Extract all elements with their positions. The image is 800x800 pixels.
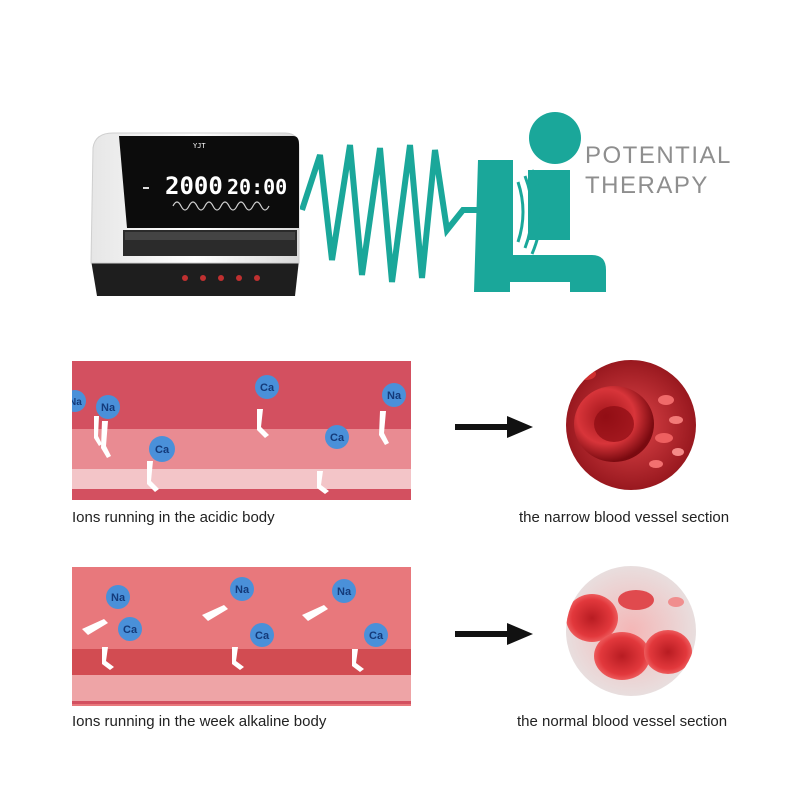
svg-text:Ca: Ca [123, 624, 138, 636]
narrow-vessel-caption: the narrow blood vessel section [519, 509, 730, 526]
therapy-device: YJT 2000 20:00 [90, 132, 300, 296]
calcium-ion-icon: Ca [149, 436, 175, 462]
sodium-ion-icon: Na [72, 390, 86, 412]
svg-text:Na: Na [111, 592, 126, 604]
therapy-title-line2: THERAPY [585, 172, 709, 199]
svg-text:Ca: Ca [369, 630, 384, 642]
acidic-caption: Ions running in the acidic body [72, 509, 275, 526]
calcium-ion-icon: Ca [118, 617, 142, 641]
svg-text:Ca: Ca [260, 382, 275, 394]
normal-vessel-caption: the normal blood vessel section [517, 713, 728, 730]
sodium-ion-icon: Na [96, 395, 120, 419]
sodium-ion-icon: Na [332, 579, 356, 603]
svg-text:Na: Na [337, 586, 352, 598]
narrow-vessel-cells-image [566, 360, 696, 490]
svg-text:Na: Na [72, 397, 82, 408]
acidic-ion-strip: Na Na Ca Ca Ca Na [72, 361, 411, 500]
chair-icon [474, 160, 606, 292]
therapy-title: POTENTIAL THERAPY [585, 141, 732, 201]
lcd-digits-right: 20:00 [227, 175, 287, 199]
calcium-ion-icon: Ca [325, 425, 349, 449]
sodium-ion-icon: Na [382, 383, 406, 407]
brand-label: YJT [193, 142, 206, 150]
svg-text:Ca: Ca [255, 630, 270, 642]
sodium-ion-icon: Na [230, 577, 254, 601]
potential-wave-graphic [300, 112, 606, 292]
svg-text:Na: Na [235, 584, 250, 596]
calcium-ion-icon: Ca [250, 623, 274, 647]
right-arrow-icon [455, 416, 533, 438]
lcd-digits-left: 2000 [165, 172, 223, 200]
sodium-ion-icon: Na [106, 585, 130, 609]
alkaline-caption: Ions running in the week alkaline body [72, 713, 327, 730]
svg-text:Ca: Ca [155, 444, 170, 456]
zigzag-wave [300, 144, 478, 283]
vibration-waves-icon [516, 169, 543, 255]
svg-text:Ca: Ca [330, 432, 345, 444]
calcium-ion-icon: Ca [255, 375, 279, 399]
normal-vessel-cells-image [566, 566, 696, 696]
person-head-icon [529, 112, 581, 164]
svg-text:Na: Na [101, 402, 116, 414]
therapy-title-line1: POTENTIAL [585, 142, 732, 169]
svg-text:Na: Na [387, 390, 402, 402]
alkaline-ion-strip: Na Ca Na Ca Na Ca [72, 567, 411, 706]
calcium-ion-icon: Ca [364, 623, 388, 647]
right-arrow-icon [455, 623, 533, 645]
